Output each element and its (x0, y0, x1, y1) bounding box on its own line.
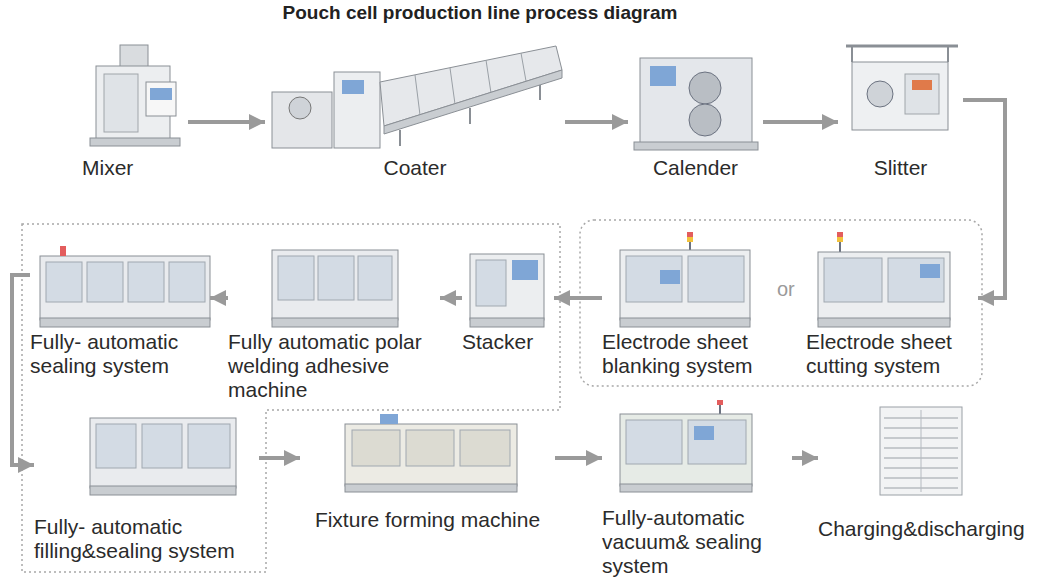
flow-arrow (188, 120, 265, 124)
filling-machine-picture (90, 418, 236, 495)
machine-node: Fully-automatic vacuum& sealing system (602, 402, 792, 578)
machine-label: Charging&discharging (818, 517, 1048, 541)
forming-machine-picture (345, 414, 517, 492)
machine-node: Stacker (462, 232, 554, 354)
calender-picture (634, 58, 758, 150)
vacuum-machine-picture (620, 400, 752, 492)
machine-label: Fixture forming machine (300, 508, 555, 532)
group-frame (580, 220, 982, 386)
blanking-machine-picture (620, 232, 750, 327)
separator-word: or (777, 278, 795, 301)
machine-label: Fully-automatic vacuum& sealing system (602, 506, 792, 578)
machine-label: Slitter (838, 156, 963, 180)
sealing-machine-picture (40, 246, 210, 327)
machine-label: Electrode sheet cutting system (806, 330, 978, 378)
slitter-picture (846, 46, 958, 130)
flow-arrow (555, 456, 602, 460)
diagram-title: Pouch cell production line process diagr… (0, 2, 960, 24)
machine-node: Coater (265, 40, 565, 180)
machine-label: Mixer (82, 156, 188, 180)
machine-node: Mixer (82, 42, 188, 180)
machine-label: Calender (628, 156, 763, 180)
charging-cabinet-picture (880, 407, 962, 495)
machine-label: Coater (265, 156, 565, 180)
machine-node: Electrode sheet cutting system (806, 232, 978, 378)
machine-label: Electrode sheet blanking system (602, 330, 774, 378)
machine-label: Fully- automatic sealing system (30, 330, 210, 378)
flow-arrow (963, 100, 1005, 298)
welding-machine-picture (272, 250, 398, 327)
flow-arrow (440, 296, 462, 300)
machine-node: Fully- automatic filling&sealing system (34, 402, 259, 563)
machine-node: Electrode sheet blanking system (602, 232, 774, 378)
mixer-picture (90, 45, 180, 146)
machine-node: Fully automatic polar welding adhesive m… (228, 232, 440, 402)
flow-arrow (792, 456, 818, 460)
machine-node: Charging&discharging (818, 402, 1048, 541)
coater-picture (272, 46, 562, 148)
flow-arrow (565, 120, 628, 124)
cutting-machine-picture (818, 232, 950, 327)
machine-label: Fully- automatic filling&sealing system (34, 515, 259, 563)
group-frame (22, 224, 560, 572)
stacker-picture (470, 254, 544, 327)
machine-node: Calender (628, 40, 763, 180)
machine-node: Fully- automatic sealing system (30, 232, 210, 378)
flow-arrow (259, 456, 300, 460)
flow-arrow (763, 120, 838, 124)
machine-label: Stacker (462, 330, 554, 354)
machine-label: Fully automatic polar welding adhesive m… (228, 330, 440, 402)
flow-arrow (210, 296, 228, 300)
machine-node: Slitter (838, 40, 963, 180)
flow-arrow (554, 296, 602, 300)
machine-node: Fixture forming machine (300, 402, 555, 532)
